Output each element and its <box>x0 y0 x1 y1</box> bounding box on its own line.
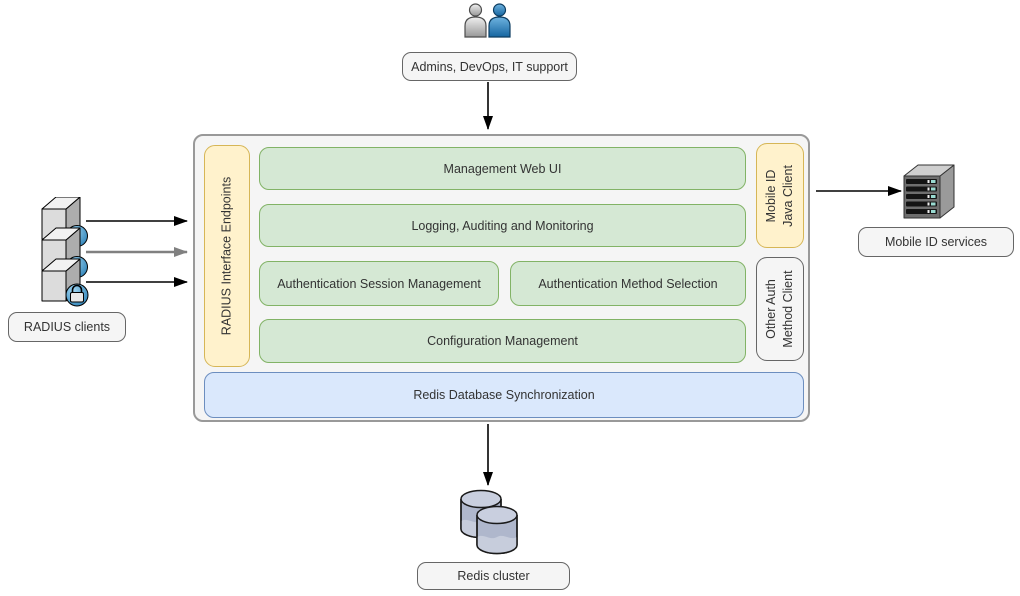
radius-clients-label-text: RADIUS clients <box>23 320 111 334</box>
rack-server-icon <box>903 164 955 219</box>
redis-cluster-label-text: Redis cluster <box>457 569 530 583</box>
authentication-session-management-text: Authentication Session Management <box>277 276 481 291</box>
padlock-icon <box>65 283 89 307</box>
actors-label-text: Admins, DevOps, IT support <box>411 59 568 74</box>
configuration-management-text: Configuration Management <box>427 334 578 348</box>
management-web-ui-text: Management Web UI <box>443 161 562 176</box>
authentication-method-selection-text: Authentication Method Selection <box>538 276 718 291</box>
configuration-management-box: Configuration Management <box>259 319 746 363</box>
database-cylinders-icon <box>460 489 518 555</box>
logging-auditing-monitoring-box: Logging, Auditing and Monitoring <box>259 204 746 247</box>
other-auth-method-client-text: Other Auth Method Client <box>764 270 795 348</box>
mobile-id-services-label: Mobile ID services <box>858 227 1014 257</box>
mobile-id-java-client-bar: Mobile ID Java Client <box>756 143 804 248</box>
management-web-ui-box: Management Web UI <box>259 147 746 190</box>
actors-label: Admins, DevOps, IT support <box>402 52 577 81</box>
authentication-session-management-box: Authentication Session Management <box>259 261 499 306</box>
two-people-icon <box>464 3 511 38</box>
other-auth-method-client-bar: Other Auth Method Client <box>756 257 804 361</box>
logging-auditing-monitoring-text: Logging, Auditing and Monitoring <box>411 218 594 233</box>
radius-interface-endpoints-text: RADIUS Interface Endpoints <box>219 176 234 336</box>
main-system-box: RADIUS Interface Endpoints Management We… <box>193 134 810 422</box>
authentication-method-selection-box: Authentication Method Selection <box>510 261 746 306</box>
mobile-id-java-client-text: Mobile ID Java Client <box>764 164 795 227</box>
redis-database-synchronization-text: Redis Database Synchronization <box>413 388 595 402</box>
radius-interface-endpoints-bar: RADIUS Interface Endpoints <box>204 145 250 367</box>
redis-cluster-label: Redis cluster <box>417 562 570 590</box>
radius-clients-label: RADIUS clients <box>8 312 126 342</box>
redis-database-synchronization-box: Redis Database Synchronization <box>204 372 804 418</box>
server-stack-with-lock-icon <box>41 197 89 307</box>
mobile-id-services-label-text: Mobile ID services <box>884 235 988 249</box>
